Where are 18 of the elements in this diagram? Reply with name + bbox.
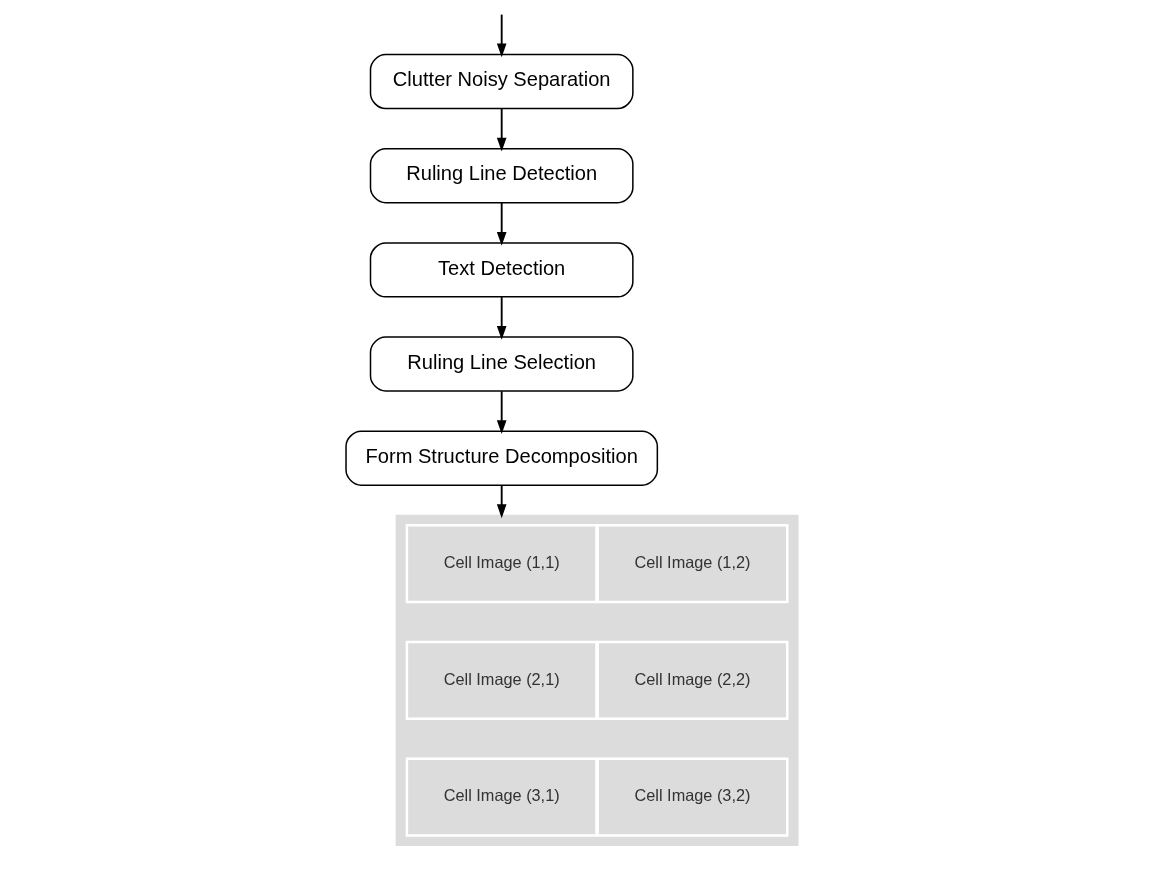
node-box: Cell Image (1,1) <box>405 524 598 604</box>
node-box: Text Detection <box>369 242 634 298</box>
arrow <box>496 484 507 519</box>
arrow <box>496 390 507 434</box>
arrow <box>496 296 507 340</box>
node-box: Form Structure Decomposition <box>344 430 658 486</box>
node-box: Ruling Line Detection <box>369 148 634 204</box>
node-box: Cell Image (2,1) <box>405 640 598 720</box>
node-box: Cell Image (3,1) <box>405 757 598 837</box>
node-box: Cell Image (2,2) <box>595 640 789 720</box>
arrow <box>496 202 507 246</box>
node-box: Cell Image (1,2) <box>595 524 789 604</box>
node-box: Ruling Line Selection <box>369 336 634 392</box>
arrow <box>496 13 507 58</box>
node-box: Cell Image (3,2) <box>595 757 789 837</box>
node-box: Clutter Noisy Separation <box>369 53 634 110</box>
arrow <box>496 107 507 152</box>
cluster <box>395 514 799 847</box>
